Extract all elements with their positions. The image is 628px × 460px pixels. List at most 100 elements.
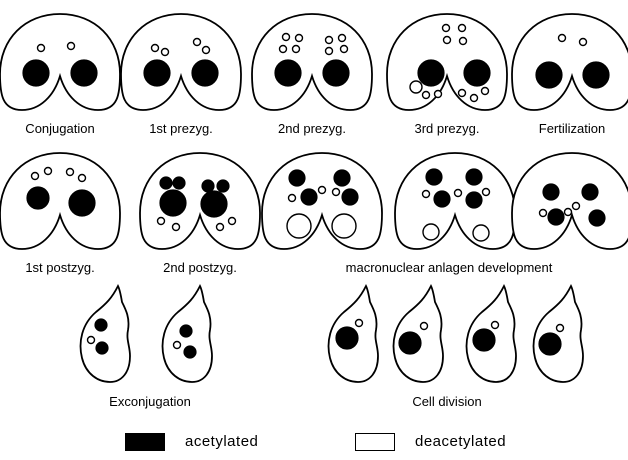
- anlagen-acetylated: [342, 189, 358, 205]
- anlagen-acetylated: [434, 191, 450, 207]
- cell-pair-1st-prezyg: [121, 14, 241, 110]
- anlagen-acetylated: [202, 180, 214, 192]
- macronucleus-acetylated: [160, 190, 186, 216]
- cell-pair-2nd-postzyg: [140, 153, 260, 249]
- anlagen-acetylated: [180, 325, 192, 337]
- deacetylated-nucleus: [333, 189, 340, 196]
- migratory-pronucleus: [410, 81, 422, 93]
- deacetylated-nucleus: [435, 91, 442, 98]
- anlagen-acetylated: [217, 180, 229, 192]
- anlagen-acetylated: [426, 169, 442, 185]
- exconjugant-cell: [81, 286, 130, 382]
- dividing-cell: [534, 286, 583, 382]
- deacetylated-nucleus: [174, 342, 181, 349]
- label-exconjugation: Exconjugation: [109, 394, 191, 410]
- deacetylated-nucleus: [79, 175, 86, 182]
- zygotic-nucleus: [559, 35, 566, 42]
- anlagen-acetylated: [173, 177, 185, 189]
- macronucleus-acetylated: [473, 329, 495, 351]
- legend-label-acetylated: acetylated: [185, 433, 258, 451]
- cell-pair-anlagen-1: [262, 153, 382, 249]
- deacetylated-nucleus: [319, 187, 326, 194]
- macronucleus-acetylated: [201, 191, 227, 217]
- deacetylated-nucleus: [88, 337, 95, 344]
- label-anlagen-development: macronuclear anlagen development: [346, 260, 553, 276]
- anlagen-acetylated: [589, 210, 605, 226]
- anlagen-acetylated: [95, 319, 107, 331]
- anlagen-acetylated: [334, 170, 350, 186]
- zygotic-nucleus: [580, 39, 587, 46]
- anlagen-acetylated: [184, 346, 196, 358]
- deacetylated-nucleus: [173, 224, 180, 231]
- macronucleus-acetylated: [275, 60, 301, 86]
- deacetylated-nucleus: [482, 88, 489, 95]
- anlagen-acetylated: [96, 342, 108, 354]
- deacetylated-nucleus: [67, 169, 74, 176]
- anlagen-acetylated: [466, 192, 482, 208]
- deacetylated-nucleus: [32, 173, 39, 180]
- deacetylated-nucleus: [443, 25, 450, 32]
- macronucleus-acetylated: [336, 327, 358, 349]
- micronucleus-deacetylated: [492, 322, 499, 329]
- deacetylated-nucleus: [423, 92, 430, 99]
- deacetylated-nucleus: [423, 191, 430, 198]
- macronucleus-acetylated: [144, 60, 170, 86]
- cell-pair-anlagen-2: [395, 153, 515, 249]
- deacetylated-nucleus: [455, 190, 462, 197]
- deacetylated-nucleus: [326, 37, 333, 44]
- old-macronucleus-deacetylated: [423, 224, 439, 240]
- anlagen-acetylated: [543, 184, 559, 200]
- deacetylated-nucleus: [152, 45, 159, 52]
- macronucleus-acetylated: [27, 187, 49, 209]
- deacetylated-nucleus: [158, 218, 165, 225]
- deacetylated-nucleus: [471, 95, 478, 102]
- deacetylated-nucleus: [293, 46, 300, 53]
- anlagen-acetylated: [466, 169, 482, 185]
- legend-swatch-deacetylated: [355, 433, 395, 451]
- anlagen-acetylated: [289, 170, 305, 186]
- dividing-cell: [394, 286, 443, 382]
- macronucleus-acetylated: [536, 62, 562, 88]
- cell-pair-fertilization: [512, 14, 628, 110]
- label-2nd-prezyg: 2nd prezyg.: [278, 121, 346, 137]
- micronucleus-deacetylated: [356, 320, 363, 327]
- deacetylated-nucleus: [459, 90, 466, 97]
- deacetylated-nucleus: [229, 218, 236, 225]
- deacetylated-nucleus: [217, 224, 224, 231]
- macronucleus-acetylated: [192, 60, 218, 86]
- deacetylated-nucleus: [162, 49, 169, 56]
- deacetylated-nucleus: [573, 203, 580, 210]
- deacetylated-nucleus: [339, 35, 346, 42]
- deacetylated-nucleus: [341, 46, 348, 53]
- cell-pair-anlagen-3: [512, 153, 628, 249]
- anlagen-acetylated: [301, 189, 317, 205]
- macronucleus-acetylated: [539, 333, 561, 355]
- micronucleus-deacetylated: [68, 43, 75, 50]
- macronucleus-acetylated: [69, 190, 95, 216]
- label-1st-prezyg: 1st prezyg.: [149, 121, 213, 137]
- deacetylated-nucleus: [203, 47, 210, 54]
- deacetylated-nucleus: [460, 38, 467, 45]
- label-3rd-prezyg: 3rd prezyg.: [414, 121, 479, 137]
- anlagen-acetylated: [160, 177, 172, 189]
- cell-pair-conjugation: [0, 14, 120, 110]
- macronucleus-acetylated: [23, 60, 49, 86]
- macronucleus-acetylated: [418, 60, 444, 86]
- micronucleus-deacetylated: [557, 325, 564, 332]
- macronucleus-acetylated: [399, 332, 421, 354]
- deacetylated-nucleus: [483, 189, 490, 196]
- macronucleus-acetylated: [323, 60, 349, 86]
- anlagen-acetylated: [548, 209, 564, 225]
- label-cell-division: Cell division: [412, 394, 481, 410]
- label-conjugation: Conjugation: [25, 121, 94, 137]
- label-fertilization: Fertilization: [539, 121, 605, 137]
- deacetylated-nucleus: [444, 37, 451, 44]
- old-macronucleus-deacetylated: [332, 214, 356, 238]
- deacetylated-nucleus: [296, 35, 303, 42]
- legend-swatch-acetylated: [125, 433, 165, 451]
- deacetylated-nucleus: [280, 46, 287, 53]
- macronucleus-acetylated: [71, 60, 97, 86]
- macronucleus-acetylated: [583, 62, 609, 88]
- micronucleus-deacetylated: [38, 45, 45, 52]
